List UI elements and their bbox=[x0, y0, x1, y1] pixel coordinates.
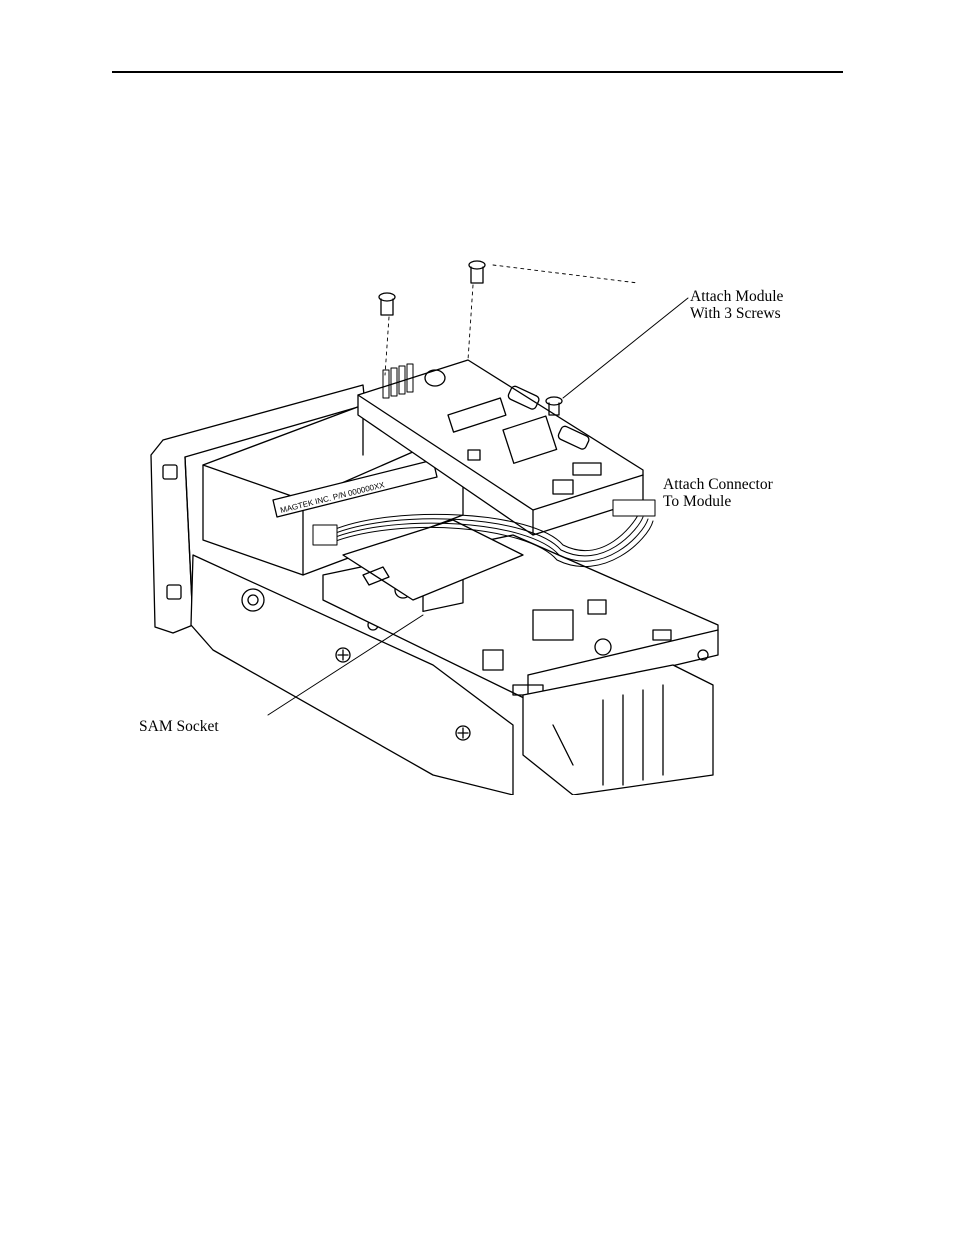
chassis-body: MAGTEK INC. P/N 000000XX bbox=[202, 404, 464, 576]
assembly-drawing: MAGTEK INC. P/N 000000XX bbox=[150, 260, 719, 795]
callout-attach-module: Attach Module With 3 Screws bbox=[690, 288, 783, 322]
callout-attach-connector-line1: Attach Connector bbox=[663, 476, 773, 493]
sam-module bbox=[342, 519, 524, 601]
screws bbox=[378, 260, 563, 416]
wire-harness bbox=[312, 499, 656, 567]
callout-attach-connector-line2: To Module bbox=[663, 493, 732, 510]
callout-attach-module-line2: With 3 Screws bbox=[690, 305, 781, 322]
screw-3 bbox=[545, 396, 563, 416]
callout-leaders bbox=[267, 297, 689, 716]
header-rule bbox=[112, 71, 843, 73]
callout-sam-socket: SAM Socket bbox=[139, 718, 219, 735]
callout-attach-module-line1: Attach Module bbox=[690, 288, 784, 305]
transport-mechanism bbox=[522, 664, 714, 795]
screw-2 bbox=[378, 292, 396, 316]
callout-sam-socket-line1: SAM Socket bbox=[139, 718, 219, 735]
callout-attach-connector: Attach Connector To Module bbox=[663, 476, 773, 510]
screw-1 bbox=[468, 260, 486, 284]
assembly-figure: MAGTEK INC. P/N 000000XX bbox=[133, 255, 825, 795]
side-bracket bbox=[190, 554, 514, 795]
screw-guide-lines bbox=[384, 264, 639, 376]
